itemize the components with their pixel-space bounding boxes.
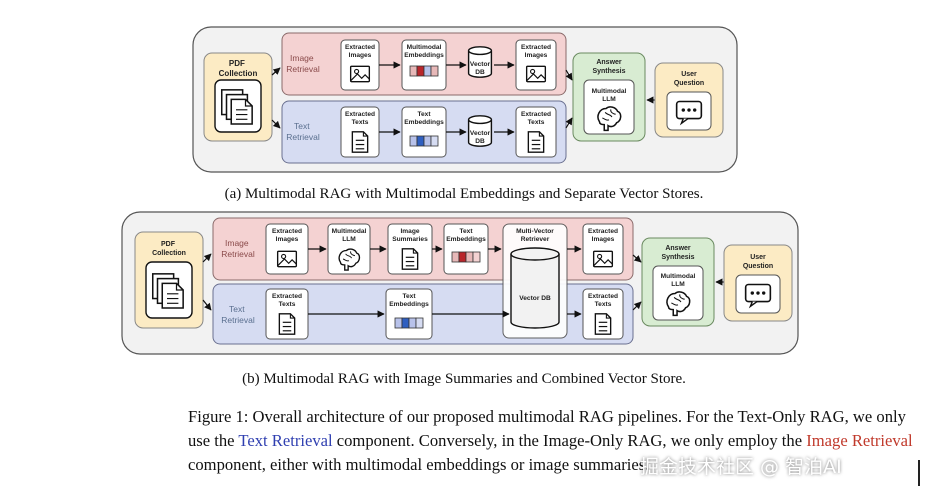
caption-text-retrieval: Text Retrieval [238, 431, 333, 450]
text-cursor [918, 460, 920, 486]
document-icon [594, 313, 612, 335]
caption-a: (a) Multimodal RAG with Multimodal Embed… [225, 186, 704, 202]
pdf-collection-node: PDF Collection [203, 52, 273, 142]
caption-part-3: component, either with multimodal embedd… [188, 455, 650, 474]
text-retrieval-label: Text Retrieval [286, 121, 320, 142]
caption-part-1: Figure 1: Overall architecture of our pr… [188, 407, 906, 450]
architecture-figure: PDF Collection Image Retrieval Text Retr… [121, 26, 799, 387]
pdf-collection-label: PDF Collection [152, 241, 186, 257]
pdf-collection-label: PDF Collection [219, 59, 258, 78]
diagram-a: PDF Collection Image Retrieval Text Retr… [192, 26, 738, 202]
figure-caption: Figure 1: Overall architecture of our pr… [188, 405, 928, 477]
image-icon [525, 65, 547, 83]
image-retrieval-label: Image Retrieval [286, 53, 320, 74]
document-icon [351, 131, 369, 153]
document-stack-icon [151, 273, 184, 309]
diagram-a-arrows [271, 61, 655, 136]
embedding-vector-icon [451, 251, 481, 263]
embedding-vector-icon [409, 65, 439, 77]
b-pdf-collection-node: PDF Collection [134, 231, 204, 329]
caption-b: (b) Multimodal RAG with Image Summaries … [242, 371, 686, 387]
watermark: 掘金技术社区 @ 智泊AI [640, 456, 842, 478]
diagram-b-arrows [202, 245, 724, 318]
embedding-vector-icon [409, 135, 439, 147]
vector-db-label: Vector DB [519, 295, 551, 302]
embedding-vector-icon [394, 317, 424, 329]
b-image-retrieval-label: Image Retrieval [221, 238, 255, 259]
document-icon [527, 131, 545, 153]
document-icon [278, 313, 296, 335]
b-text-retrieval-label: Text Retrieval [221, 304, 255, 325]
database-icon [510, 247, 560, 329]
image-icon [276, 250, 298, 268]
document-icon [401, 248, 419, 270]
image-icon [349, 65, 371, 83]
image-icon [592, 250, 614, 268]
caption-part-2: component. Conversely, in the Image-Only… [332, 431, 807, 450]
diagram-b: PDF Collection Image Retrieval Text Retr… [121, 211, 799, 387]
caption-image-retrieval: Image Retrieval [806, 431, 913, 450]
document-stack-icon [220, 89, 253, 125]
